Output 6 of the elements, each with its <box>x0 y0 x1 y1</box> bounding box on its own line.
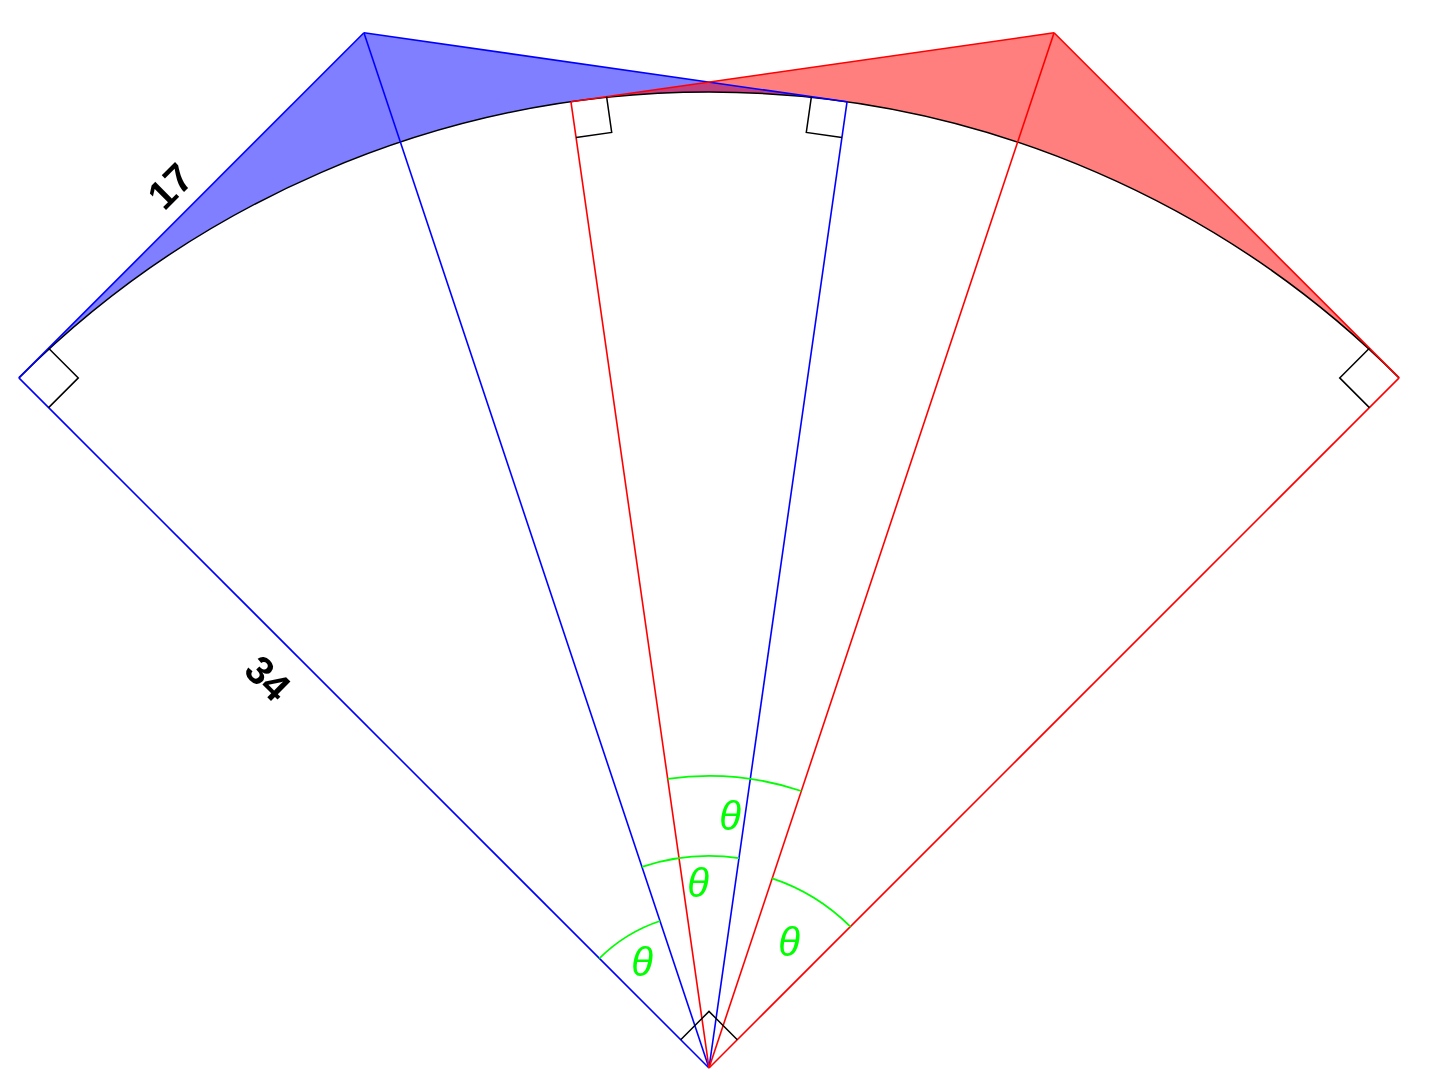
angle-label: θ <box>719 796 741 836</box>
side-length-label: 17 <box>140 156 200 216</box>
side-length-label: 34 <box>238 648 298 708</box>
angle-label: θ <box>778 922 800 962</box>
angle-label: θ <box>631 942 653 982</box>
angle-label: θ <box>687 863 709 903</box>
